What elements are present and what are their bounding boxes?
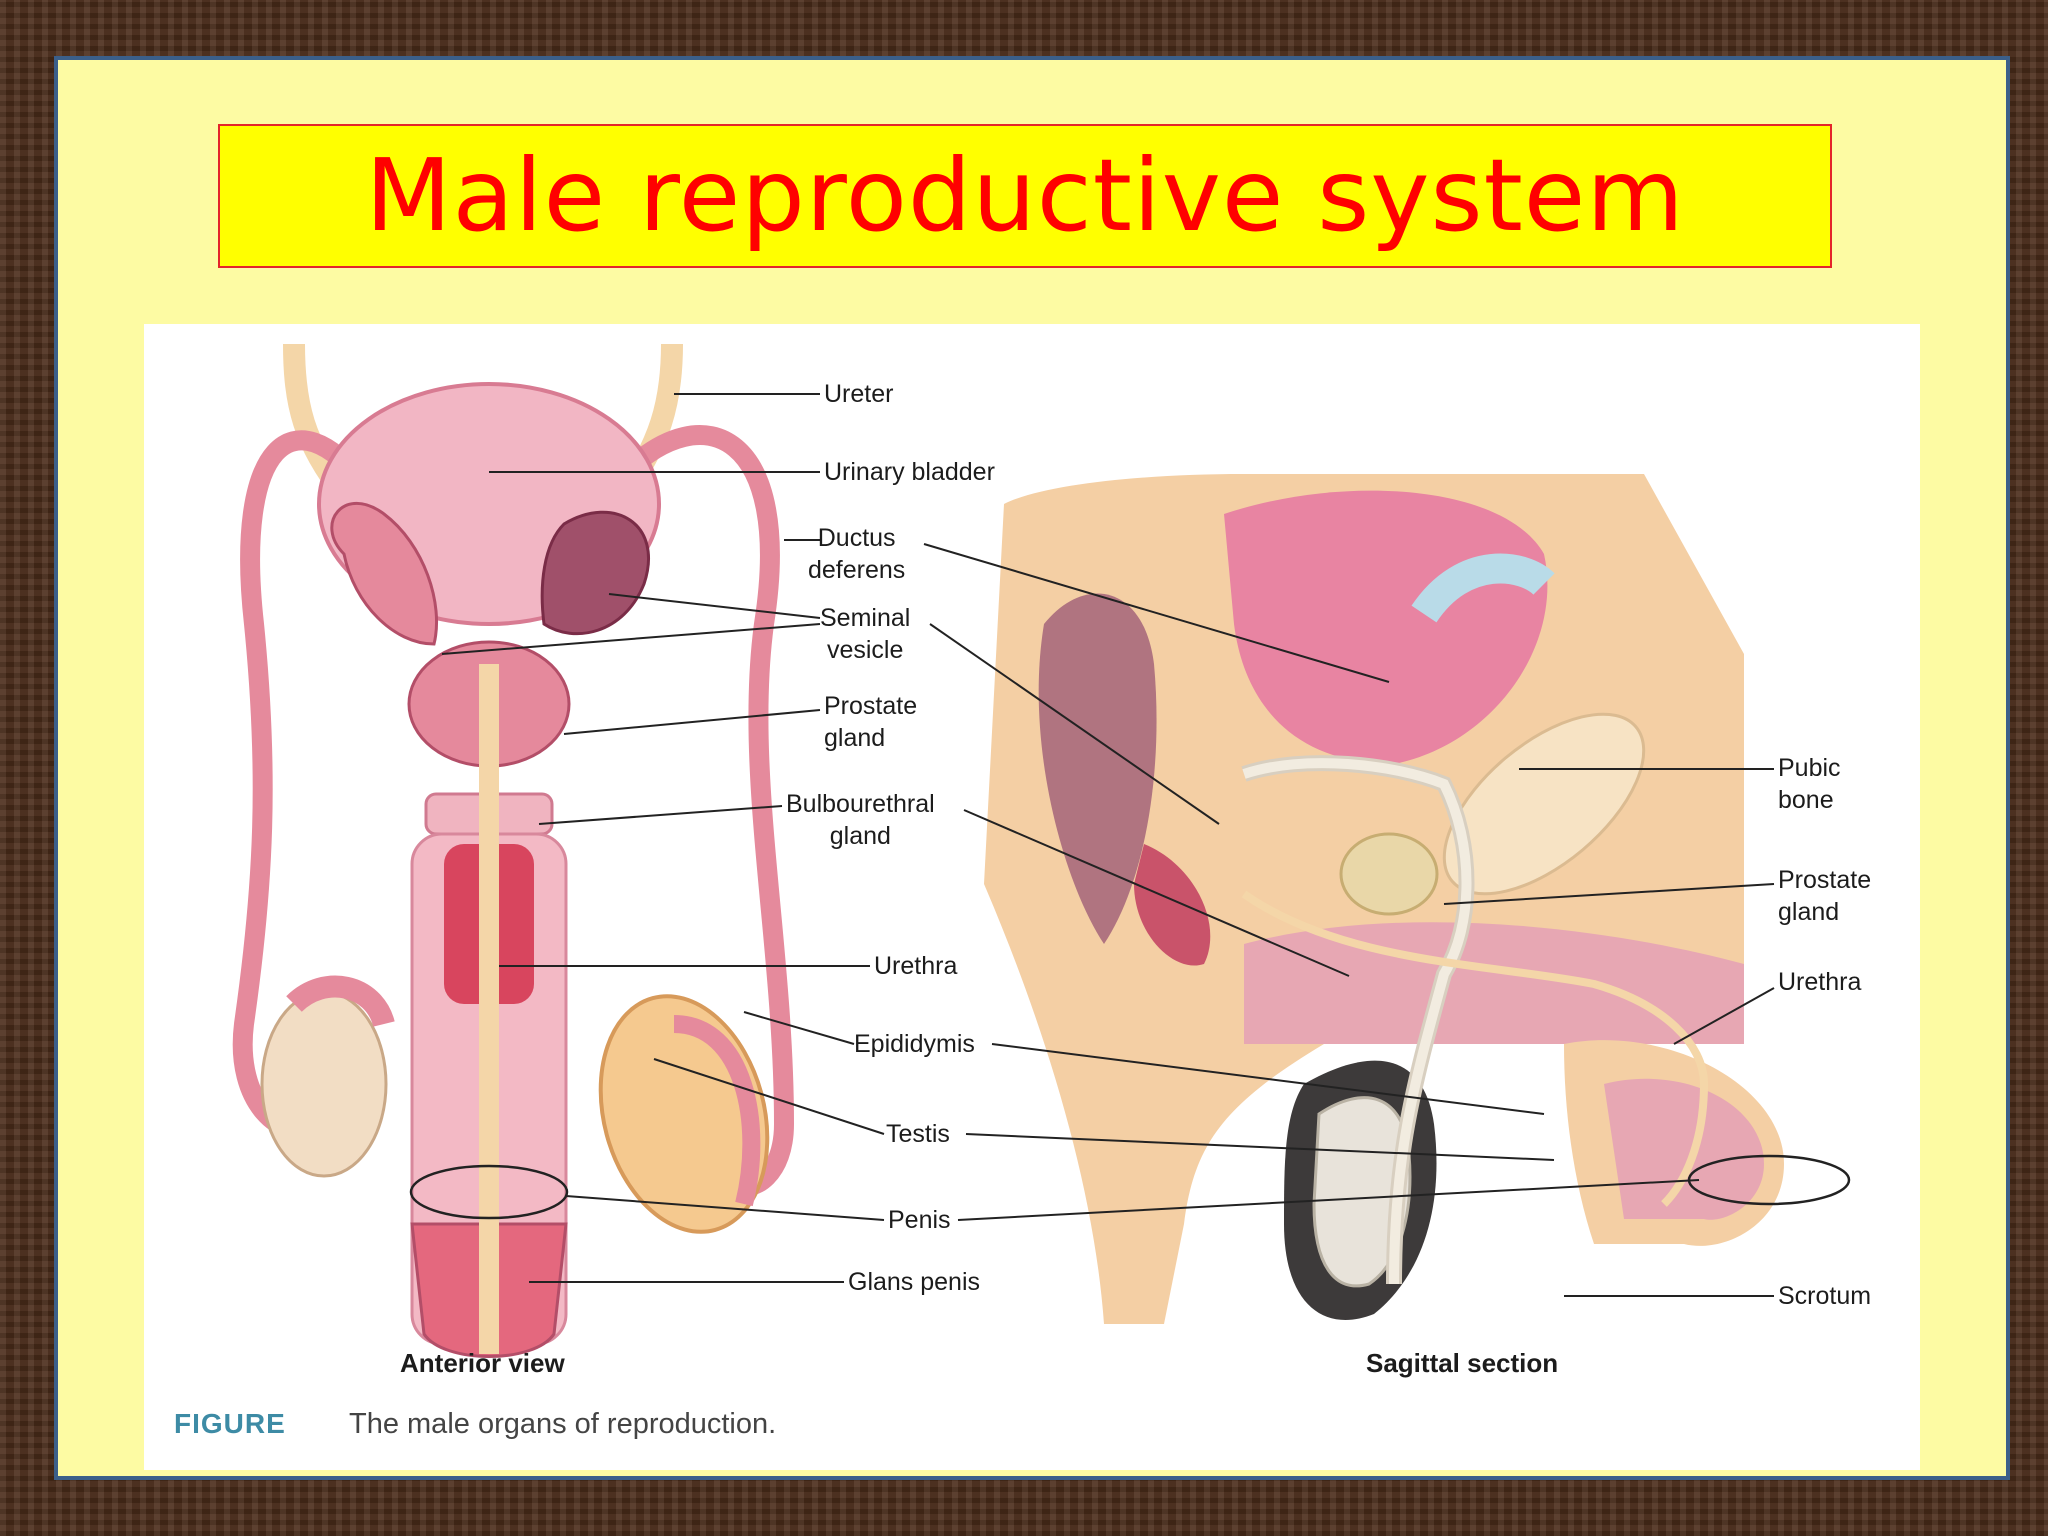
label-prostate-gland-sagittal: Prostate gland [1778,866,1872,926]
label-urinary-bladder: Urinary bladder [824,458,995,486]
caption-sagittal-section: Sagittal section [1366,1348,1559,1378]
anterior-view-drawing [232,343,795,1358]
label-seminal-vesicle: Seminal vesicle [820,604,911,664]
label-testis: Testis [886,1120,950,1148]
label-urethra-sagittal: Urethra [1778,968,1862,996]
label-penis: Penis [888,1206,951,1234]
label-glans-penis: Glans penis [848,1268,981,1296]
label-epididymis: Epididymis [854,1030,975,1058]
label-prostate-gland-anterior: Prostate gland [824,692,918,752]
figure-tag: FIGURE [174,1408,286,1439]
label-bulbourethral-gland: Bulbourethral gland [786,790,935,850]
figure-caption: The male organs of reproduction. [349,1408,777,1440]
sagittal-section-drawing [984,474,1851,1324]
caption-anterior-view: Anterior view [400,1348,565,1378]
title-box: Male reproductive system [218,124,1832,268]
anatomy-illustration [232,343,1851,1358]
anatomy-figure: Ureter Urinary bladder Ductus deferens S… [144,324,1920,1470]
leader-lines [441,393,1775,1297]
slide-title: Male reproductive system [365,137,1685,254]
label-pubic-bone: Pubic bone [1778,754,1841,814]
label-urethra-anterior: Urethra [874,952,958,980]
label-ureter: Ureter [824,380,894,408]
label-ductus-deferens: Ductus deferens [808,524,906,584]
label-scrotum: Scrotum [1778,1282,1872,1310]
